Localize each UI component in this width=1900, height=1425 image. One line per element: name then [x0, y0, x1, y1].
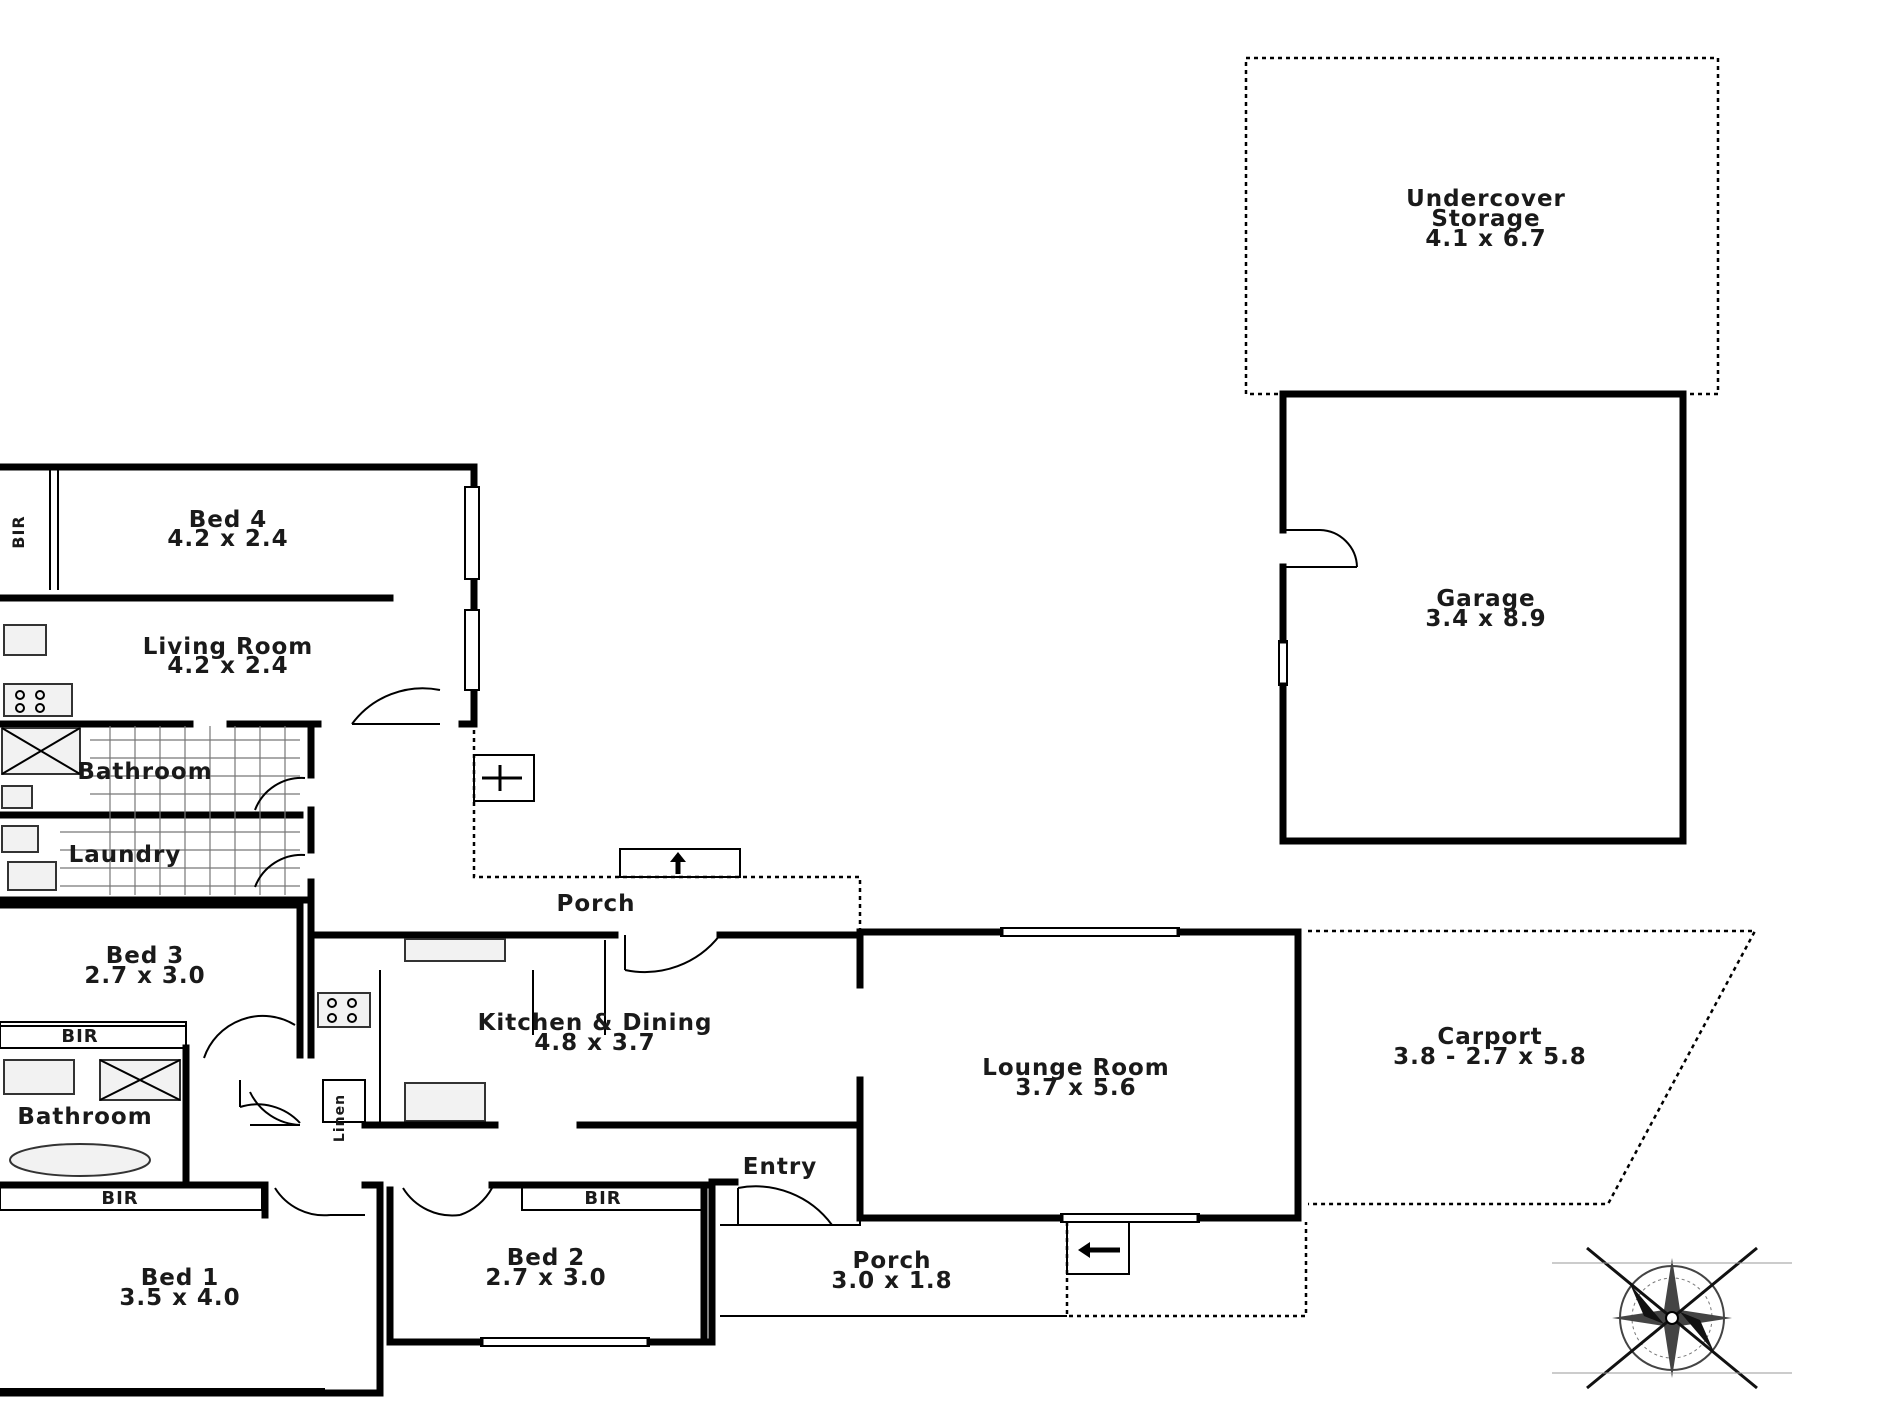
laundry-label: Laundry [69, 842, 182, 868]
bed4-size: 4.2 x 2.4 [167, 526, 288, 552]
bathroom-door [254, 776, 306, 811]
laundry-machine [7, 861, 57, 891]
laundry-door [254, 853, 306, 888]
kitchen-sink [404, 938, 506, 962]
lower-bathroom-bath [9, 1143, 151, 1177]
entry-label: Entry [743, 1154, 817, 1180]
porch-south-label: Porch [852, 1248, 931, 1274]
bed1-door [274, 1187, 365, 1217]
bathroom-tiles [60, 726, 300, 895]
living-room-label: Living Room [143, 634, 314, 660]
garage-label: Garage [1436, 586, 1535, 612]
garage-size: 3.4 x 8.9 [1425, 606, 1546, 632]
bir-bed2-label: BIR [584, 1188, 621, 1209]
kitchen-cooktop [317, 992, 371, 1028]
living-room-door [351, 687, 441, 725]
lounge-size: 3.7 x 5.6 [1015, 1075, 1136, 1101]
laundry-tub [1, 825, 39, 853]
undercover-storage-label-1: Undercover [1406, 186, 1566, 212]
lounge-area: Lounge Room 3.7 x 5.6 [856, 927, 1302, 1223]
carport-size: 3.8 - 2.7 x 5.8 [1393, 1044, 1587, 1070]
bedrooms-south: Bed 1 3.5 x 4.0 BIR Bed 2 2.7 x 3.0 [0, 1181, 716, 1397]
porch-step [473, 754, 535, 802]
garage-area: Garage 3.4 x 8.9 [1278, 390, 1687, 845]
garage-side-door [1283, 529, 1358, 568]
living-cabinet [3, 624, 47, 656]
bed3-door [203, 1014, 296, 1059]
kitchen-fridge [404, 1082, 486, 1122]
bed1-size: 3.5 x 4.0 [119, 1285, 240, 1311]
bed2-door [402, 1187, 493, 1217]
bir-bed3-label: BIR [61, 1026, 98, 1047]
porch-north-arrow-icon [670, 852, 686, 874]
living-room-size: 4.2 x 2.4 [167, 653, 288, 679]
bir-bed4-label: BIR [9, 515, 28, 548]
upper-wet-area: Bathroom Laundry [0, 720, 315, 909]
bed3-label: Bed 3 [106, 943, 185, 969]
upper-wing: BIR Bed 4 4.2 x 2.4 Living Room 4.2 x 2.… [0, 463, 480, 728]
porch-south-size: 3.0 x 1.8 [831, 1268, 952, 1294]
bed3-size: 2.7 x 3.0 [84, 963, 205, 989]
kitchen-size: 4.8 x 3.7 [534, 1030, 655, 1056]
porch-north-label: Porch [556, 891, 635, 917]
lower-wing: Bed 3 2.7 x 3.0 BIR Bathroom BIR [0, 901, 304, 1219]
lower-bathroom-door [239, 1080, 301, 1124]
carport-area: Carport 3.8 - 2.7 x 5.8 [1308, 929, 1758, 1206]
undercover-storage-label-2: Storage [1431, 206, 1540, 232]
bathroom-upper-label: Bathroom [77, 759, 212, 785]
bathroom-basin [1, 785, 33, 809]
bed1-label: Bed 1 [141, 1265, 220, 1291]
undercover-storage-size: 4.1 x 6.7 [1425, 226, 1546, 252]
bed2-label: Bed 2 [507, 1245, 586, 1271]
compass-rose-icon [1552, 1246, 1792, 1390]
porch-south-arrow-icon [1078, 1242, 1120, 1258]
bir-bed1-label: BIR [101, 1188, 138, 1209]
bed4-label: Bed 4 [189, 507, 268, 533]
entry-area: Entry Porch 3.0 x 1.8 [708, 1154, 1308, 1346]
kitchen-dining-area: Kitchen & Dining 4.8 x 3.7 Linen [249, 901, 864, 1142]
kitchen-label: Kitchen & Dining [478, 1010, 713, 1036]
linen-label: Linen [332, 1094, 348, 1142]
entry-door [737, 1185, 833, 1226]
bathroom-lower-label: Bathroom [17, 1104, 152, 1130]
kitchen-door [624, 934, 721, 974]
porch-arrow-icon [482, 765, 522, 791]
bed2-size: 2.7 x 3.0 [485, 1265, 606, 1291]
carport-label: Carport [1437, 1024, 1542, 1050]
porch-north-area: Porch [472, 730, 862, 932]
undercover-storage-area: Undercover Storage 4.1 x 6.7 [1244, 56, 1720, 396]
porch-north-step [619, 848, 741, 878]
linen-door [249, 1091, 301, 1126]
porch-south-step [1066, 1221, 1130, 1275]
linen-cupboard [322, 1079, 366, 1123]
lounge-label: Lounge Room [982, 1055, 1170, 1081]
lower-bathroom-vanity [3, 1059, 75, 1095]
